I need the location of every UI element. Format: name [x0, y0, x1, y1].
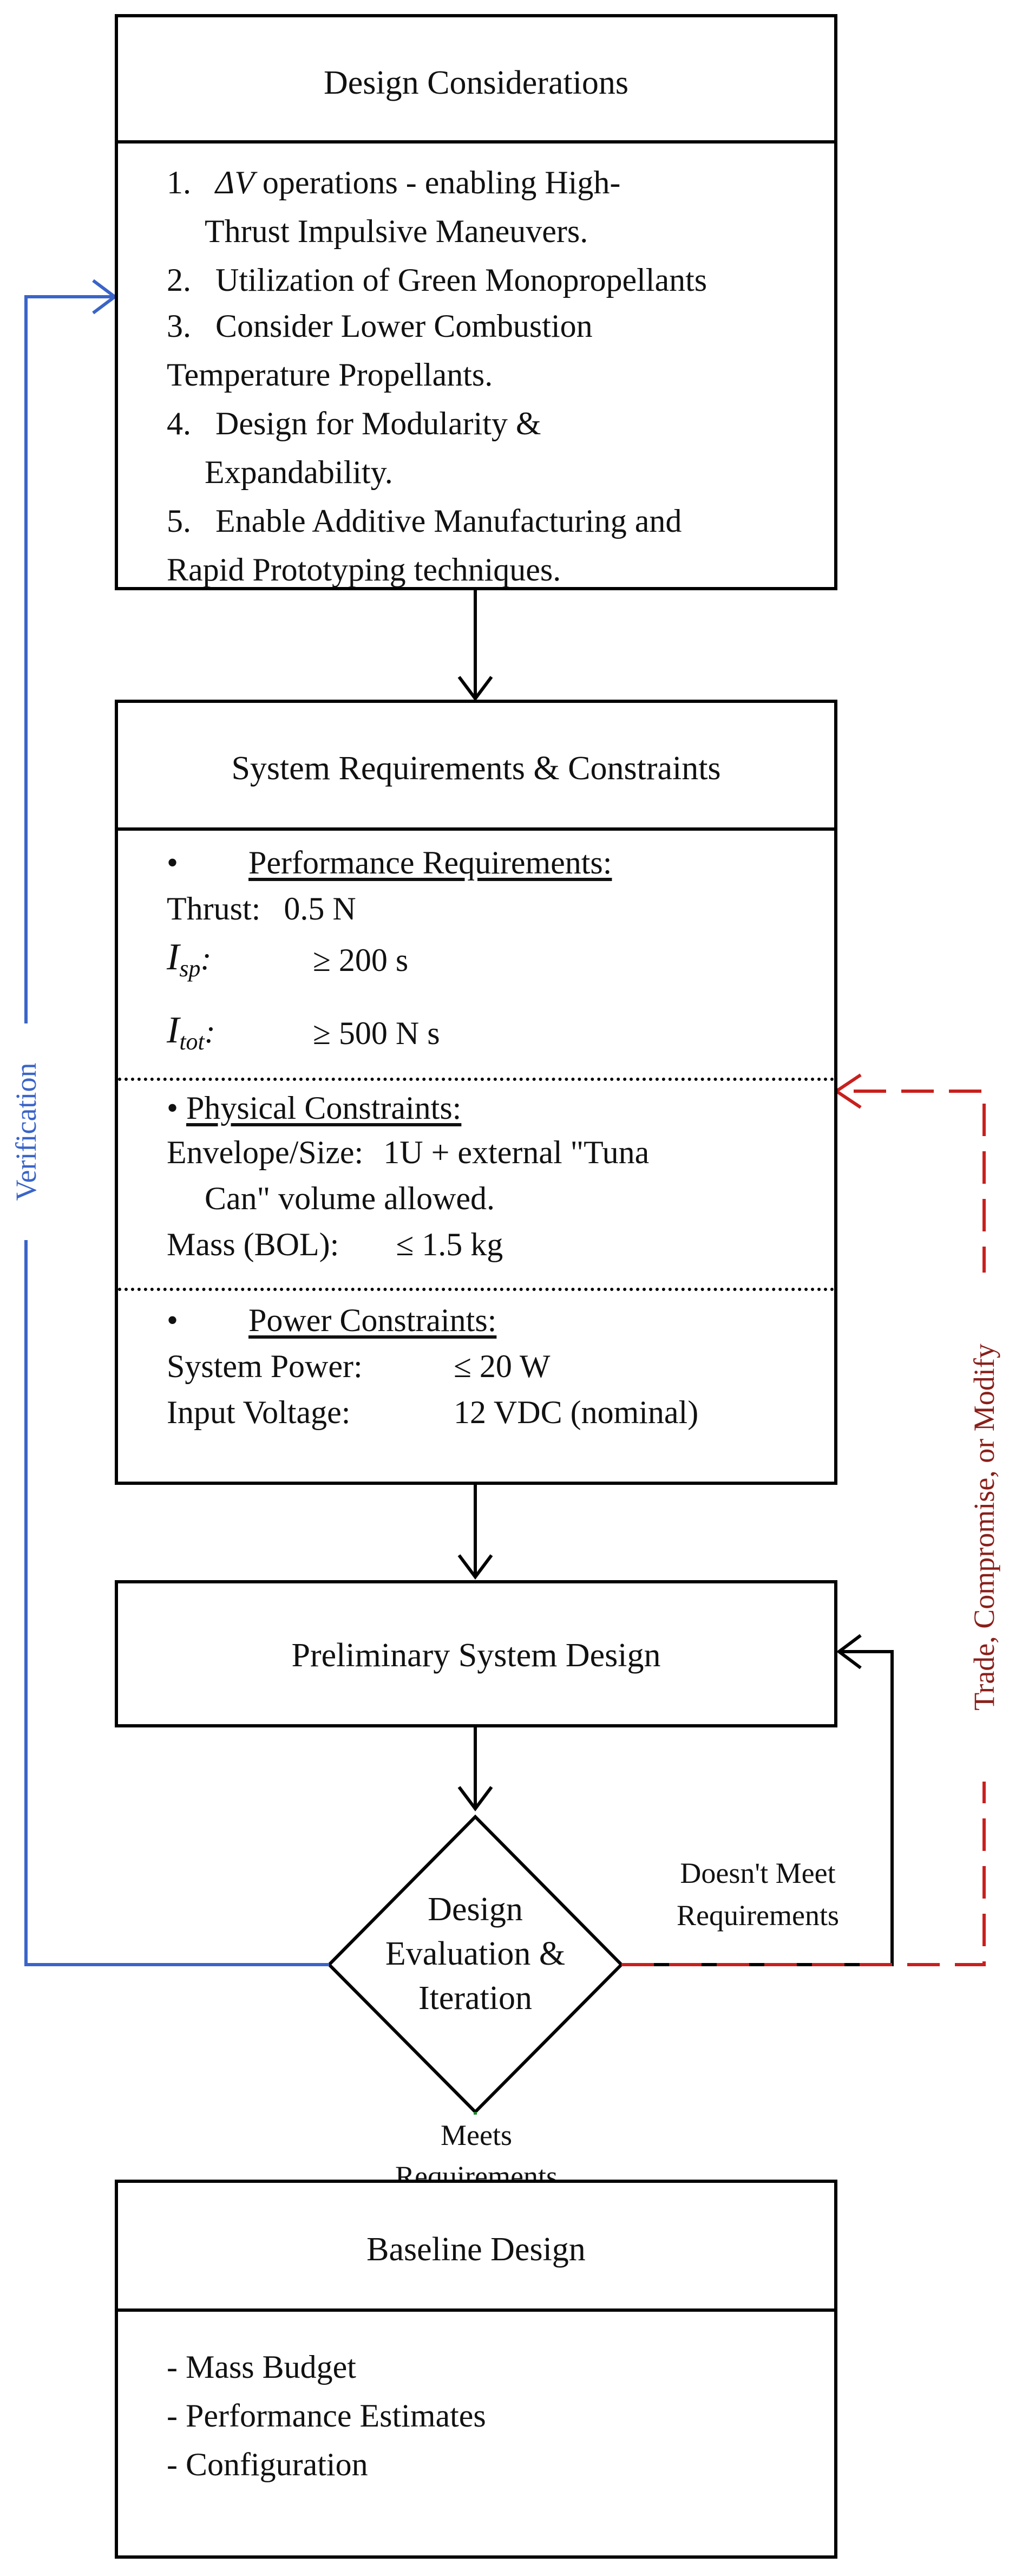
envelope-value: 1U + external "Tuna — [383, 1134, 650, 1170]
dc-item-5-cont: Rapid Prototyping techniques. — [167, 552, 561, 588]
preliminary-design-box: Preliminary System Design — [115, 1580, 837, 1727]
dc-item-3-num: 3. — [167, 308, 191, 344]
baseline-item-1: - Mass Budget — [167, 2349, 356, 2385]
decision-line-1: Design — [428, 1891, 523, 1928]
isp-colon: : — [200, 941, 212, 976]
thrust-label: Thrust: — [167, 891, 261, 927]
dc-item-3-text: Consider Lower Combustion — [215, 308, 593, 344]
design-considerations-box: Design Considerations 1. ΔV operations -… — [115, 14, 837, 590]
envelope-row: Envelope/Size: 1U + external "Tuna — [167, 1136, 649, 1169]
power-heading: • Power Constraints: — [167, 1304, 496, 1336]
voltage-value: 12 VDC (nominal) — [454, 1394, 699, 1430]
dc-item-4-text: Design for Modularity & — [215, 406, 541, 441]
voltage-row: Input Voltage: 12 VDC (nominal) — [167, 1394, 698, 1430]
dc-item-1-num: 1. — [167, 165, 191, 200]
dc-item-4-num: 4. — [167, 406, 191, 441]
power-label: System Power: — [167, 1348, 363, 1384]
design-considerations-title: Design Considerations — [323, 64, 629, 101]
preliminary-design-title: Preliminary System Design — [291, 1637, 661, 1674]
itot-sub: tot — [179, 1028, 205, 1055]
dc-item-2-text: Utilization of Green Monopropellants — [215, 262, 707, 298]
baseline-design-box: Baseline Design - Mass Budget - Performa… — [115, 2180, 837, 2559]
power-row: System Power: ≤ 20 W — [167, 1348, 550, 1384]
arrow-psd-to-decision — [457, 1727, 493, 1811]
doesnt-meet-line-2: Requirements — [677, 1899, 839, 1932]
decision-text: Design Evaluation & Iteration — [372, 1887, 578, 2020]
power-heading-text: Power Constraints: — [248, 1302, 497, 1338]
envelope-label: Envelope/Size: — [167, 1134, 364, 1170]
itot-value: ≥ 500 N s — [313, 1015, 440, 1051]
dc-item-1-text: operations - enabling High- — [254, 165, 621, 200]
physical-heading-text: Physical Constraints: — [186, 1090, 462, 1126]
voltage-label: Input Voltage: — [167, 1394, 351, 1430]
dc-item-1-cont: Thrust Impulsive Maneuvers. — [205, 213, 588, 249]
loop-doesnt-meet — [621, 1634, 894, 1966]
performance-bullet: • — [167, 845, 179, 881]
isp-row: Isp: ≥ 200 s — [167, 936, 408, 982]
doesnt-meet-label: Doesn't Meet Requirements — [633, 1852, 882, 1936]
dc-item-4: 4. Design for Modularity & — [167, 407, 541, 440]
system-requirements-title: System Requirements & Constraints — [231, 750, 721, 787]
performance-heading: • Performance Requirements: — [167, 846, 612, 879]
thrust-value: 0.5 N — [284, 891, 356, 927]
baseline-item-2: - Performance Estimates — [167, 2398, 486, 2434]
isp-sub: sp — [179, 955, 201, 982]
dc-item-5-text: Enable Additive Manufacturing and — [215, 503, 682, 539]
power-value: ≤ 20 W — [454, 1348, 551, 1384]
dc-item-5-num: 5. — [167, 503, 191, 539]
doesnt-meet-line-1: Doesn't Meet — [680, 1857, 836, 1889]
mass-row: Mass (BOL): ≤ 1.5 kg — [167, 1228, 503, 1261]
baseline-divider — [118, 2308, 834, 2312]
meets-line-1: Meets — [435, 2115, 517, 2156]
itot-row: Itot: ≥ 500 N s — [167, 1009, 440, 1055]
decision-line-2: Evaluation & — [385, 1935, 566, 1972]
arrow-dc-to-sr — [457, 590, 493, 701]
delta-v: ΔV — [215, 165, 254, 200]
mass-value: ≤ 1.5 kg — [396, 1227, 503, 1262]
dc-item-1: 1. ΔV operations - enabling High- — [167, 166, 620, 199]
physical-bullet: • — [167, 1090, 179, 1126]
itot-colon: : — [204, 1014, 215, 1049]
thrust-row: Thrust: 0.5 N — [167, 892, 356, 925]
itot-label: I — [167, 1009, 180, 1051]
power-bullet: • — [167, 1302, 179, 1338]
arrow-sr-to-psd — [457, 1485, 493, 1580]
dc-item-5: 5. Enable Additive Manufacturing and — [167, 505, 682, 537]
dc-item-4-cont: Expandability. — [205, 454, 393, 490]
baseline-item-3: - Configuration — [167, 2447, 368, 2482]
dc-item-3-cont: Temperature Propellants. — [167, 357, 493, 393]
dc-item-2: 2. Utilization of Green Monopropellants — [167, 264, 707, 296]
sr-dotted-1 — [118, 1078, 834, 1081]
dc-item-2-num: 2. — [167, 262, 191, 298]
baseline-design-title: Baseline Design — [366, 2231, 586, 2268]
physical-heading: • Physical Constraints: — [167, 1092, 461, 1124]
decision-line-3: Iteration — [418, 1980, 532, 2017]
dc-item-3: 3. Consider Lower Combustion — [167, 310, 593, 342]
system-requirements-box: System Requirements & Constraints • Perf… — [115, 700, 837, 1485]
isp-value: ≥ 200 s — [313, 942, 409, 978]
sr-divider — [118, 827, 834, 831]
envelope-cont: Can" volume allowed. — [205, 1181, 495, 1216]
mass-label: Mass (BOL): — [167, 1227, 339, 1262]
sr-dotted-2 — [118, 1288, 834, 1291]
performance-heading-text: Performance Requirements: — [248, 845, 612, 881]
isp-label: I — [167, 936, 180, 978]
dc-divider — [118, 140, 834, 144]
